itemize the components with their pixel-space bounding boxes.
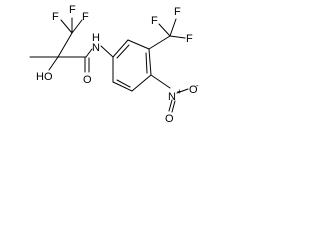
bond-cf3-f3 (169, 35, 186, 39)
atom-cf3-f1: F (151, 15, 158, 27)
atom-f-top-center: F (69, 4, 76, 16)
ring-inner-bond-a (116, 44, 130, 59)
atom-f-top-left: F (52, 11, 59, 23)
atom-nitro-oxygen-lower: O (165, 113, 174, 125)
bond-carbonyl-nitrogen (85, 48, 93, 58)
ring-bond-1 (112, 39, 129, 58)
ring-bond-2 (127, 39, 150, 50)
bond-cf3-f-left (60, 19, 73, 34)
atom-cf3-f3: F (186, 33, 193, 45)
atom-carbonyl-oxygen: O (83, 74, 92, 86)
atom-nitro-nitrogen-charge: + (177, 87, 182, 96)
atom-nitro-nitrogen: N (168, 91, 176, 103)
bond-nitrogen-ring (100, 45, 114, 58)
bond-cf3-quaternary (57, 32, 73, 58)
ring-inner-bond-b (145, 52, 148, 74)
bond-nitro-o-lower-double (171, 100, 176, 113)
bond-cf3-f-right (71, 19, 83, 34)
atom-cf3-f2: F (174, 6, 181, 18)
bond-nitro-o-lower (168, 99, 173, 112)
atom-amide-hydrogen: H (92, 32, 100, 44)
bond-cf3-f1 (158, 23, 171, 37)
ring-bond-5 (112, 81, 133, 92)
bond-nitro-o-upper (176, 88, 189, 94)
atom-nitro-oxygen-upper: O (189, 84, 198, 96)
ring-bond-4 (131, 74, 152, 92)
molecule-diagram: F F F HO N H O F F F N + O - O (29, 4, 199, 125)
ring-bond-3 (148, 48, 152, 76)
bond-ring-nitro (150, 74, 171, 89)
atom-f-top-right: F (82, 11, 89, 23)
atom-nitro-oxygen-charge: - (196, 81, 199, 90)
bond-quaternary-hydroxyl (48, 56, 59, 71)
bonds (29, 17, 189, 113)
bond-cf3-f2 (169, 18, 177, 37)
atom-labels: F F F HO N H O F F F N + O - O (36, 4, 199, 125)
bond-ring-cf3 (148, 35, 171, 50)
atom-amide-nitrogen: N (92, 42, 100, 54)
atom-hydroxyl: HO (36, 71, 53, 83)
ring-inner-bond-c (116, 79, 131, 88)
